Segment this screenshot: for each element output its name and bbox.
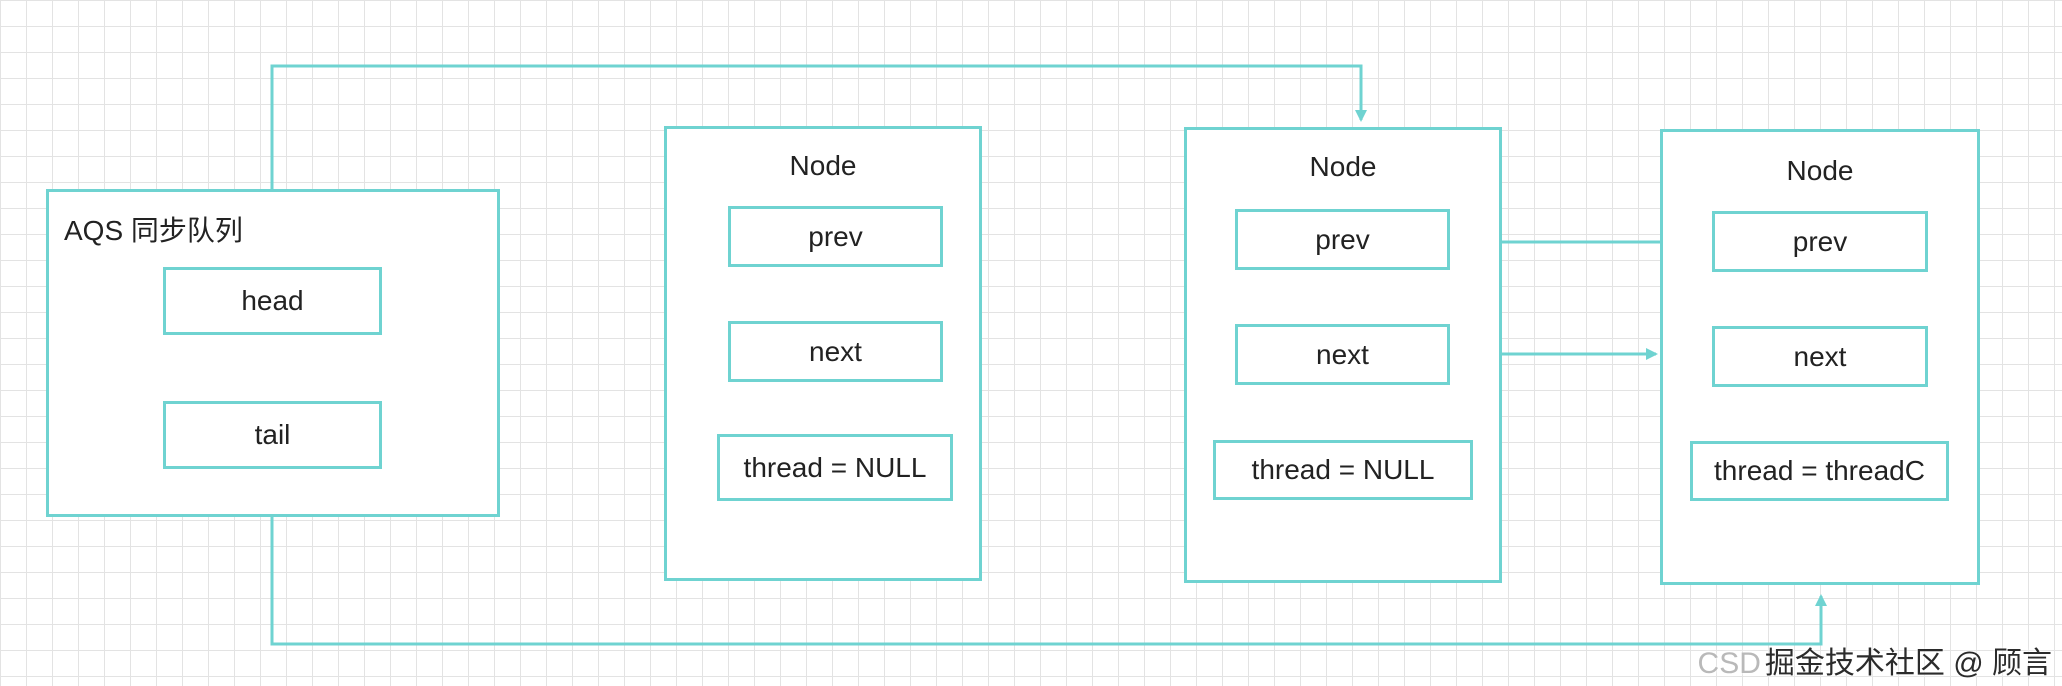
node-3-thread-field: thread = threadC [1690, 441, 1949, 501]
node-2-prev-field: prev [1235, 209, 1450, 270]
node-1-thread-field: thread = NULL [717, 434, 953, 501]
tail-to-node3-connector [270, 468, 1827, 646]
watermark-text: 掘金技术社区 @ 顾言 [1764, 647, 2052, 680]
aqs-queue-title: AQS 同步队列 [64, 215, 243, 246]
watermark-prefix: CSD [1697, 647, 1761, 680]
node-title-1: Node [789, 150, 857, 181]
node-2-next-field: next [1235, 324, 1450, 385]
node-title-3: Node [1786, 155, 1854, 186]
node-3-prev-field: prev [1712, 211, 1928, 272]
aqs-head-field: head [163, 267, 382, 335]
node-2-thread-field: thread = NULL [1213, 440, 1473, 500]
aqs-tail-field: tail [163, 401, 382, 469]
node-1-next-field: next [728, 321, 943, 382]
node-title-2: Node [1309, 151, 1377, 182]
node-1-prev-field: prev [728, 206, 943, 267]
node-3-next-field: next [1712, 326, 1928, 387]
